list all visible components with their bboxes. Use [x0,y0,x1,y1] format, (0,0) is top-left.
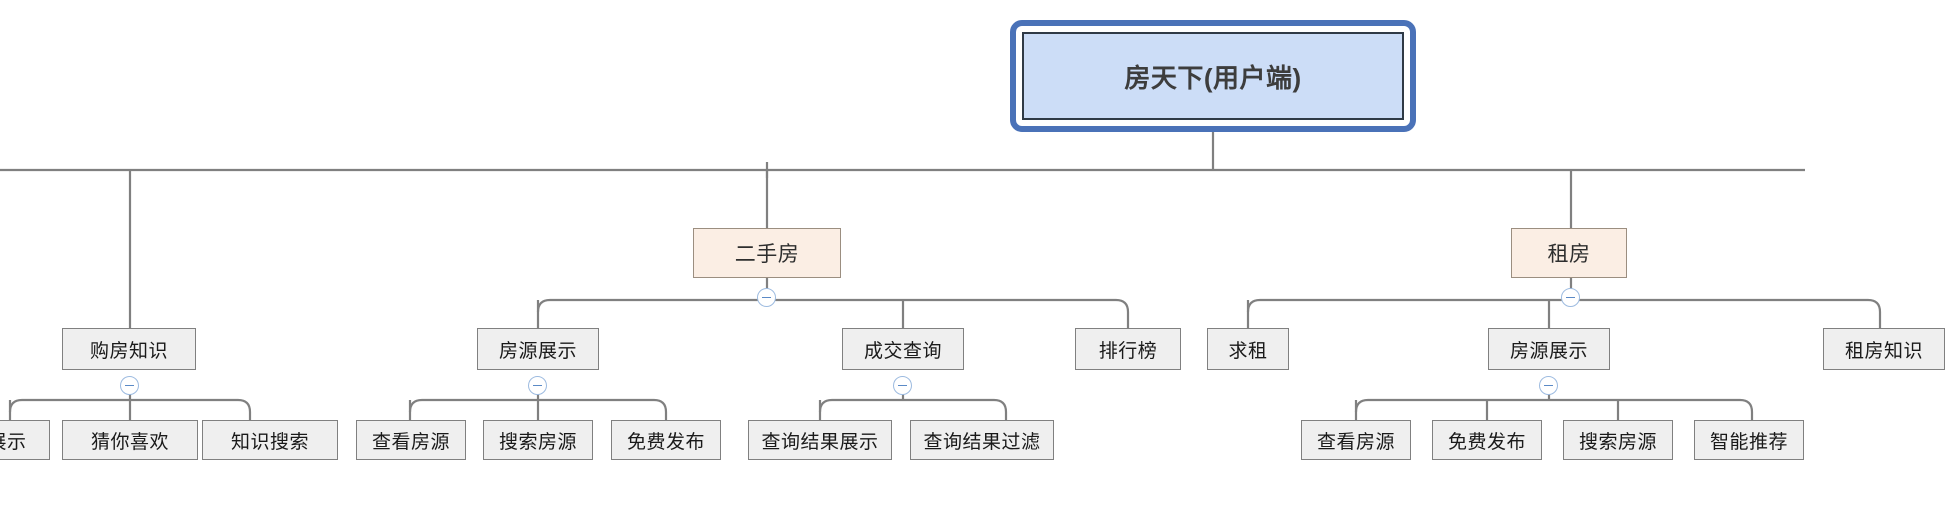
node-label: 查看房源 [1316,431,1395,453]
node-label: 知识搜索 [230,431,309,453]
node-label: 房源展示 [498,340,577,362]
node-label: 智能推荐 [1709,431,1788,453]
node-label: 查看房源 [371,431,450,453]
root-node-label: 房天下(用户端) [1124,62,1302,93]
link-cjcx-bus [818,398,1008,420]
node-cheng-jiao-cha-xun[interactable]: 成交查询 [842,328,964,370]
node-sou-suo-fang-yuan-ershoufang[interactable]: 搜索房源 [483,420,593,460]
collapse-minus-icon-gou-fang-zhi-shi[interactable] [120,376,139,395]
collapse-minus-icon-fang-yuan-zhan-shi-2[interactable] [1539,376,1558,395]
node-pai-hang-bang[interactable]: 排行榜 [1075,328,1181,370]
node-label: 免费发布 [1447,431,1526,453]
node-cha-kan-fang-yuan-ershoufang[interactable]: 查看房源 [356,420,466,460]
node-gou-fang-zhi-shi[interactable]: 购房知识 [62,328,196,370]
node-cha-kan-fang-yuan-zufang[interactable]: 查看房源 [1301,420,1411,460]
node-cha-xun-jie-guo-zhan-shi[interactable]: 查询结果展示 [748,420,892,460]
node-label: 购房知识 [89,340,168,362]
node-label: 成交查询 [863,340,942,362]
link-fyzs1-bus [408,398,668,420]
root-node-fangtianxia[interactable]: 房天下(用户端) [1022,32,1404,120]
node-zhi-neng-tui-jian[interactable]: 智能推荐 [1694,420,1804,460]
node-zhi-shi-sou-suo[interactable]: 知识搜索 [202,420,338,460]
node-zu-fang-zhi-shi[interactable]: 租房知识 [1823,328,1945,370]
node-label: 求租 [1228,340,1268,362]
node-label: 房源展示 [1509,340,1588,362]
collapse-minus-icon-cheng-jiao-cha-xun[interactable] [893,376,912,395]
node-label: 租房知识 [1844,340,1923,362]
collapse-minus-icon-zu-fang[interactable] [1561,288,1580,307]
node-label: 免费发布 [626,431,705,453]
node-cha-xun-jie-guo-guo-lv[interactable]: 查询结果过滤 [910,420,1054,460]
node-label: 搜索房源 [1578,431,1657,453]
link-fyzs2-bus [1354,398,1754,420]
node-mian-fei-fa-bu-zufang[interactable]: 免费发布 [1432,420,1542,460]
node-fang-yuan-zhan-shi-zufang[interactable]: 房源展示 [1488,328,1610,370]
link-ershoufang-bus [536,298,1130,328]
collapse-minus-icon-fang-yuan-zhan-shi-1[interactable] [528,376,547,395]
node-mian-fei-fa-bu-ershoufang[interactable]: 免费发布 [611,420,721,460]
node-label: 猜你喜欢 [90,431,169,453]
link-goufangzhishi-bus [8,398,252,420]
node-label: 搜索房源 [498,431,577,453]
node-label: 查询结果过滤 [923,431,1041,453]
node-zu-fang[interactable]: 租房 [1511,228,1627,278]
node-er-shou-fang[interactable]: 二手房 [693,228,841,278]
node-cai-ni-xi-huan[interactable]: 猜你喜欢 [62,420,198,460]
node-qiu-zu[interactable]: 求租 [1207,328,1289,370]
node-label: 二手房 [734,243,800,266]
node-label: 租房 [1547,243,1591,266]
node-label: 排行榜 [1098,340,1158,362]
node-label: 展示 [0,431,27,453]
node-sou-suo-fang-yuan-zufang[interactable]: 搜索房源 [1563,420,1673,460]
collapse-minus-icon-er-shou-fang[interactable] [757,288,776,307]
node-zhan-shi[interactable]: 展示 [0,420,50,460]
node-label: 查询结果展示 [761,431,879,453]
node-fang-yuan-zhan-shi-ershoufang[interactable]: 房源展示 [477,328,599,370]
